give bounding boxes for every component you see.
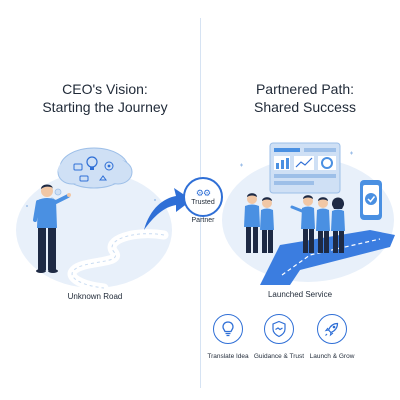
team-group <box>244 193 345 253</box>
shared-success-illustration <box>222 142 395 285</box>
feature-translate-idea: Translate Idea <box>198 314 258 360</box>
left-title: CEO's Vision: Starting the Journey <box>30 80 180 116</box>
thought-bubble <box>49 147 133 203</box>
right-title-line2: Shared Success <box>254 99 356 115</box>
rocket-icon <box>317 314 347 344</box>
right-title-line1: Partnered Path: <box>255 81 355 97</box>
feature-label: Launch & Grow <box>309 353 355 360</box>
lightbulb-icon <box>213 314 243 344</box>
ceo-vision-illustration <box>16 147 172 290</box>
phone-check <box>360 180 382 220</box>
dashboard-panel <box>269 142 341 194</box>
feature-label: Translate Idea <box>207 353 249 360</box>
trusted-partner-badge: ⚙⚙ Trusted <box>183 177 223 217</box>
gears-icon: ⚙⚙ <box>195 187 211 198</box>
arrow-right-icon <box>144 188 192 230</box>
feature-guidance-trust: Guidance & Trust <box>249 314 309 360</box>
left-caption: Unknown Road <box>67 292 123 301</box>
badge-text: Trusted <box>191 198 215 206</box>
ceo-figure <box>33 184 71 273</box>
left-title-line2: Starting the Journey <box>42 99 168 115</box>
chart-icon <box>99 175 107 181</box>
right-caption: Launched Service <box>267 290 333 299</box>
partner-label: Partner <box>191 217 215 224</box>
card-icon <box>79 175 89 182</box>
road-dashes <box>71 233 165 289</box>
left-title-line1: CEO's Vision: <box>62 81 148 97</box>
feature-launch-grow: Launch & Grow <box>302 314 362 360</box>
gear-icon <box>104 161 114 171</box>
feature-label: Guidance & Trust <box>253 353 305 360</box>
screen-icon <box>73 163 83 171</box>
right-title: Partnered Path: Shared Success <box>220 80 390 116</box>
handshake-icon <box>264 314 294 344</box>
